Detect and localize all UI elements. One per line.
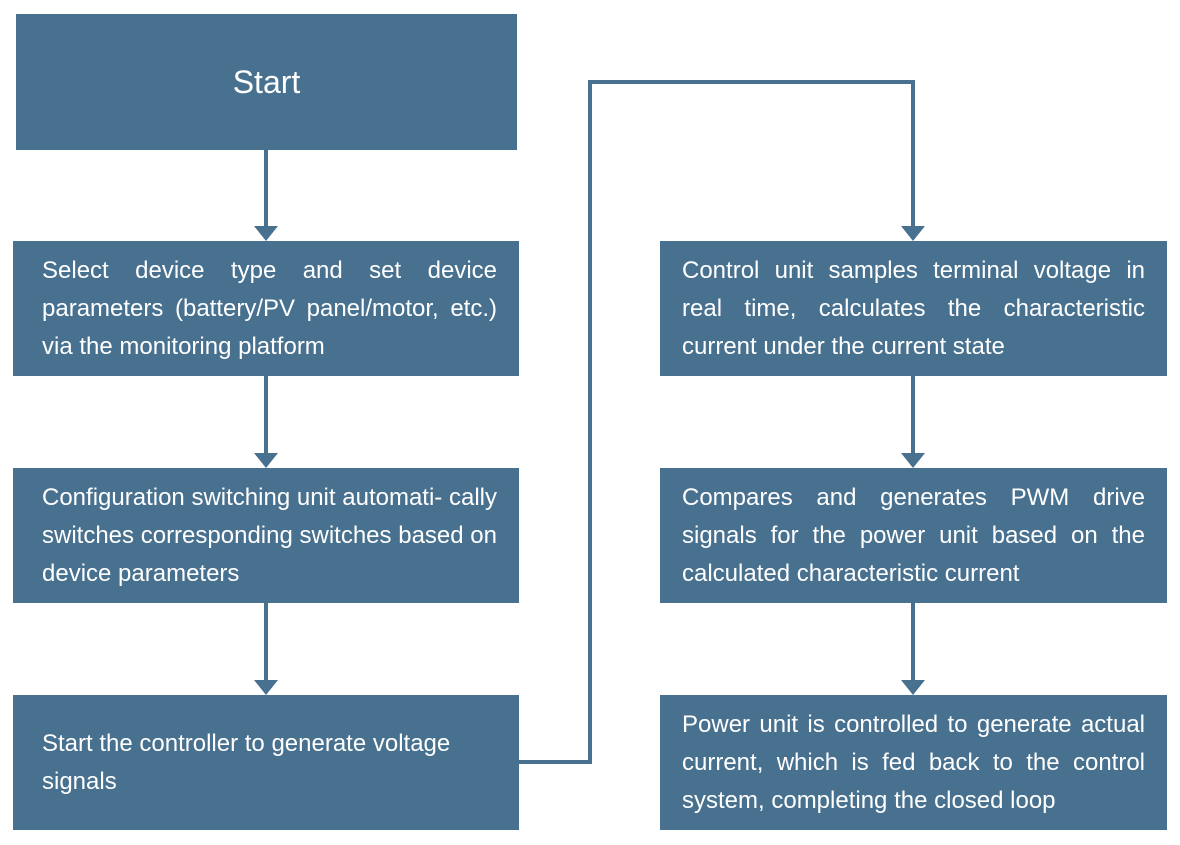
step-compares-generates-pwm-text: Compares and generates PWM drive signals… [682, 483, 1145, 587]
arrowhead-step4-to-step5 [901, 453, 925, 468]
step-start-controller-text: Start the controller to generate voltage… [42, 729, 451, 795]
step-select-device: Select device type and set device parame… [13, 241, 519, 376]
step-start-controller: Start the controller to generate voltage… [13, 695, 519, 830]
step-configuration-switching-text: Configuration switching unit automati- c… [42, 483, 497, 587]
step-power-unit-controlled-text: Power unit is controlled to generate act… [682, 710, 1145, 814]
arrowhead-step1-to-step2 [254, 453, 278, 468]
step-control-unit-samples: Control unit samples terminal voltage in… [660, 241, 1167, 376]
step-power-unit-controlled: Power unit is controlled to generate act… [660, 695, 1167, 830]
step-configuration-switching: Configuration switching unit automati- c… [13, 468, 519, 603]
start-node: Start [16, 14, 517, 150]
step-control-unit-samples-text: Control unit samples terminal voltage in… [682, 256, 1145, 360]
arrowhead-step5-to-step6 [901, 680, 925, 695]
step-compares-generates-pwm: Compares and generates PWM drive signals… [660, 468, 1167, 603]
arrowhead-start-to-step1 [254, 226, 278, 241]
arrowhead-step3-to-step4 [901, 226, 925, 241]
arrow-step3-to-step4 [519, 80, 915, 764]
arrowhead-step2-to-step3 [254, 680, 278, 695]
step-select-device-text: Select device type and set device parame… [42, 256, 497, 360]
start-label: Start [232, 63, 301, 100]
